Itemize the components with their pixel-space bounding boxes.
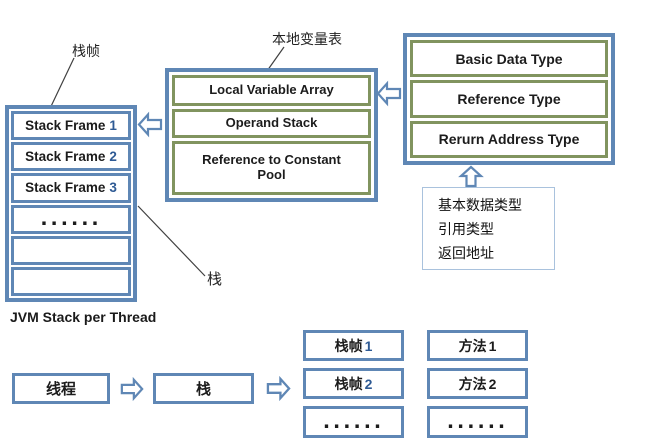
arrow-stack-to-frames-icon (266, 376, 291, 401)
stack-frame-annotation: 栈帧 (72, 43, 100, 59)
data-type-box: Basic Data Type Reference Type Rerurn Ad… (403, 33, 615, 165)
stack-frame-row-2: Stack Frame 2 (11, 142, 131, 172)
method-1-label: 方法 (458, 337, 487, 354)
method-2-num: 2 (488, 375, 497, 392)
frame-dots-label: ...... (322, 411, 385, 433)
stack-annotation: 栈 (207, 271, 223, 288)
type-note-box: 基本数据类型 引用类型 返回地址 (422, 187, 555, 270)
stack-frame-row-3: Stack Frame 3 (11, 173, 131, 203)
note-basic-data-type: 基本数据类型 (438, 196, 522, 213)
stack-frame-row-1-num: 1 (109, 118, 117, 134)
jvm-stack-caption: JVM Stack per Thread (10, 309, 157, 325)
stack-frame-row-dots-label: ...... (40, 208, 102, 231)
frame-1-label: 栈帧 (334, 337, 363, 354)
stack-frame-row-2-label: Stack Frame (25, 149, 106, 165)
jvm-stack-box: Stack Frame 1 Stack Frame 2 Stack Frame … (5, 105, 137, 302)
arrow-types-to-frame-icon (376, 80, 402, 107)
method-dots-label: ...... (446, 411, 509, 433)
frames-column: 栈帧 1 栈帧 2 ...... (303, 330, 404, 438)
thread-box: 线程 (12, 373, 110, 404)
stack-box-label: 栈 (195, 381, 211, 398)
method-1-num: 1 (488, 337, 497, 354)
operand-stack-row: Operand Stack (172, 109, 371, 138)
stack-frame-row-empty-1 (11, 235, 131, 265)
note-return-address: 返回地址 (438, 244, 494, 261)
stack-frame-row-empty-2 (11, 266, 131, 297)
stack-frame-row-2-num: 2 (109, 149, 117, 165)
method-2-label: 方法 (458, 375, 487, 392)
return-address-type-row: Rerurn Address Type (410, 120, 608, 158)
stack-frame-row-dots: ...... (11, 204, 131, 234)
method-2-box: 方法 2 (427, 368, 528, 399)
note-reference-type: 引用类型 (438, 220, 494, 237)
methods-column: 方法 1 方法 2 ...... (427, 330, 528, 438)
arrow-thread-to-stack-icon (120, 377, 144, 401)
frame-2-box: 栈帧 2 (303, 368, 404, 399)
frame-2-label: 栈帧 (334, 375, 363, 392)
thread-box-label: 线程 (45, 381, 76, 398)
stack-frame-row-1-label: Stack Frame (25, 118, 106, 134)
frame-1-box: 栈帧 1 (303, 330, 404, 361)
arrow-note-to-types-icon (458, 165, 484, 188)
method-dots-box: ...... (427, 406, 528, 438)
stack-box: 栈 (153, 373, 254, 404)
reference-constant-pool-row: Reference to Constant Pool (172, 141, 371, 195)
frame-detail-box: Local Variable Array Operand Stack Refer… (165, 68, 378, 202)
frame-1-num: 1 (364, 337, 373, 354)
basic-data-type-row: Basic Data Type (410, 40, 608, 78)
arrow-left-to-stack-icon (137, 111, 163, 138)
stack-frame-row-3-num: 3 (109, 180, 117, 196)
local-variable-array-row: Local Variable Array (172, 75, 371, 106)
connector-line-stack (137, 205, 206, 277)
frame-2-num: 2 (364, 375, 373, 392)
stack-frame-row-3-label: Stack Frame (25, 180, 106, 196)
frame-dots-box: ...... (303, 406, 404, 438)
stack-frame-row-1: Stack Frame 1 (11, 111, 131, 141)
method-1-box: 方法 1 (427, 330, 528, 361)
local-variable-table-annotation: 本地变量表 (272, 31, 342, 47)
reference-type-row: Reference Type (410, 80, 608, 118)
